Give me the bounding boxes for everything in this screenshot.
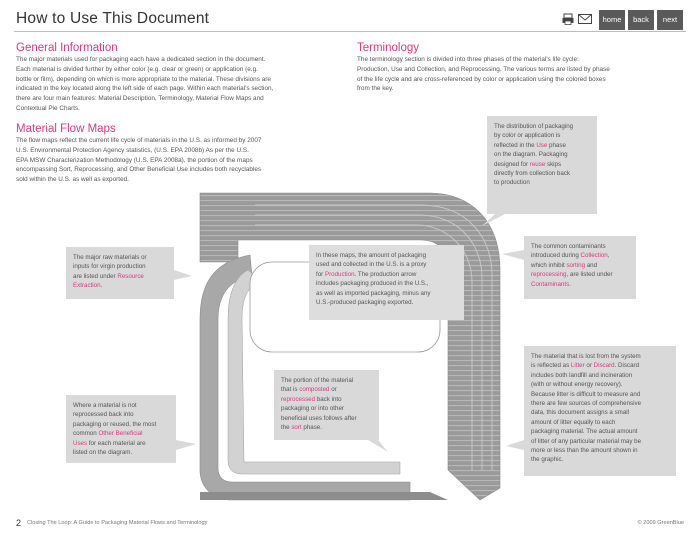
footer-copyright: © 2009 GreenBlue	[638, 520, 684, 526]
page-number: 2	[16, 518, 21, 528]
footer-document-title: Closing The Loop: A Guide to Packaging M…	[27, 520, 207, 526]
